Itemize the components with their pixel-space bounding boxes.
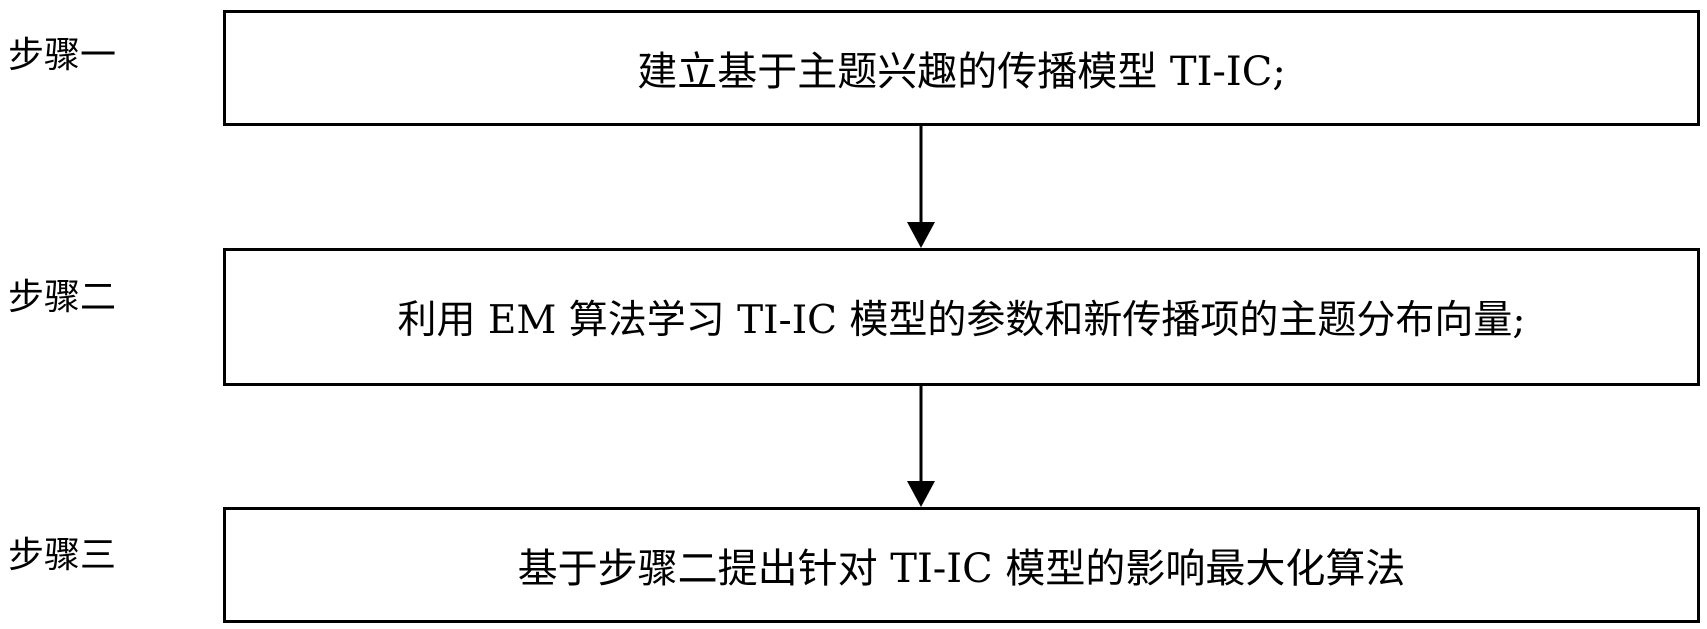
step-2-label: 步骤二 bbox=[8, 277, 117, 318]
step-1-box: 建立基于主题兴趣的传播模型 TI-IC; bbox=[223, 10, 1700, 126]
step-2-text: 利用 EM 算法学习 TI-IC 模型的参数和新传播项的主题分布向量; bbox=[397, 298, 1526, 343]
arrow-step1-to-step2 bbox=[907, 126, 935, 248]
step-3-text: 基于步骤二提出针对 TI-IC 模型的影响最大化算法 bbox=[517, 546, 1406, 592]
step-1-label: 步骤一 bbox=[8, 35, 117, 76]
step-3-box: 基于步骤二提出针对 TI-IC 模型的影响最大化算法 bbox=[223, 507, 1700, 623]
arrow-step2-to-step3 bbox=[907, 386, 935, 507]
step-2-box: 利用 EM 算法学习 TI-IC 模型的参数和新传播项的主题分布向量; bbox=[223, 248, 1700, 386]
step-1-text: 建立基于主题兴趣的传播模型 TI-IC; bbox=[637, 49, 1286, 95]
step-3-label: 步骤三 bbox=[8, 535, 117, 576]
